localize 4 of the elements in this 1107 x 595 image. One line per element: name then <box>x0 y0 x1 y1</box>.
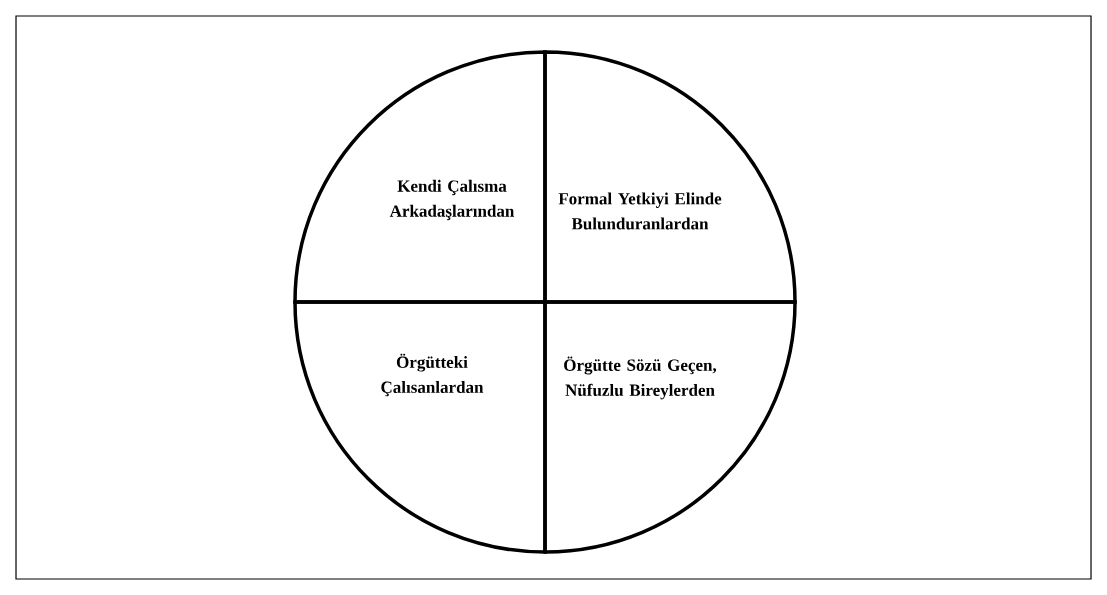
quadrant: Örgütteki Çalısanlardan <box>293 300 547 554</box>
quadrant: Örgütte Sözü Geçen, Nüfuzlu Bireylerden <box>543 300 797 554</box>
quadrant: Formal Yetkiyi Elinde Bulunduranlardan <box>543 50 797 304</box>
quadrant: Kendi Çalısma Arkadaşlarından <box>293 50 547 304</box>
